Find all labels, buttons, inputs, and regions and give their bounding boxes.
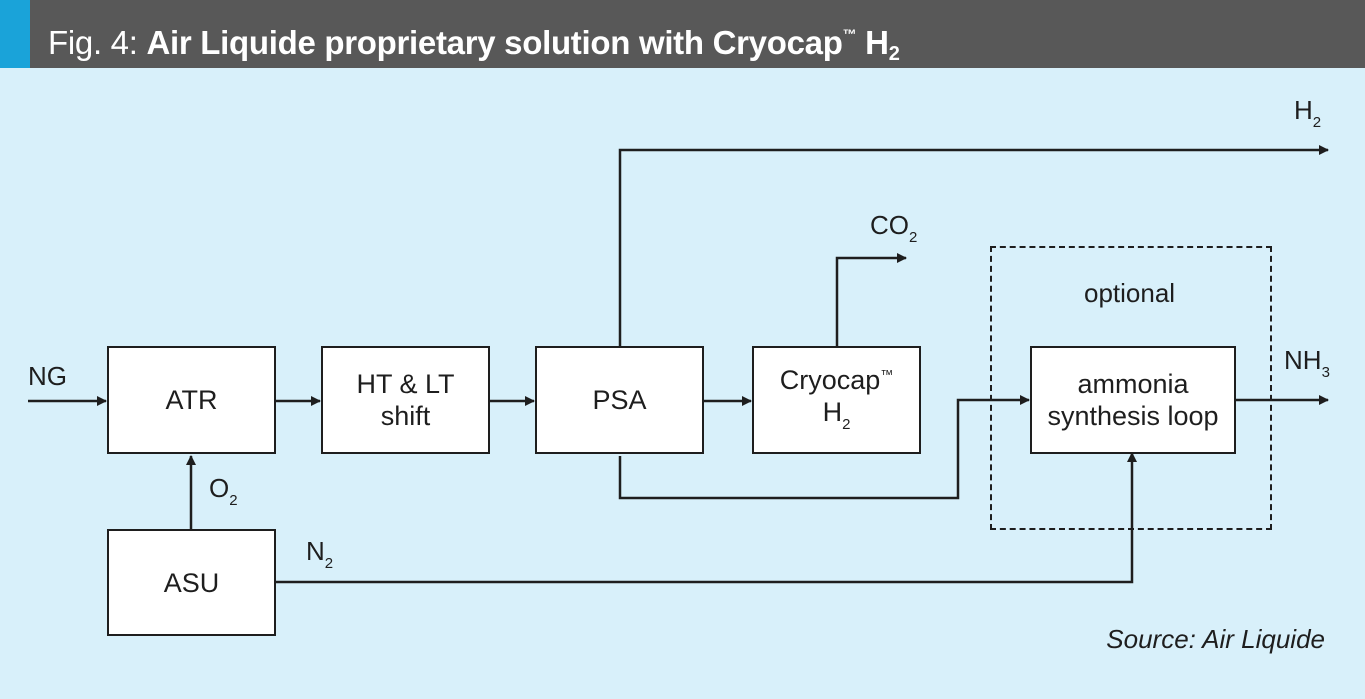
process-diagram: optional ATR HT & LT shift PSA Cryocap™ …: [0, 68, 1365, 699]
header-accent-bar: [0, 0, 30, 68]
figure-title-main: Air Liquide proprietary solution with Cr…: [146, 24, 843, 61]
nh3-main: NH: [1284, 345, 1322, 375]
shift-node: HT & LT shift: [321, 346, 490, 454]
shift-label-line2: shift: [380, 401, 431, 431]
cryocap-sub: 2: [842, 416, 851, 433]
figure-label: Fig. 4:: [48, 24, 138, 61]
figure-header: Fig. 4: Air Liquide proprietary solution…: [0, 0, 1365, 68]
o2-label: O2: [209, 473, 238, 516]
h2-main: H: [1294, 95, 1313, 125]
figure-title-sub: 2: [888, 43, 900, 65]
figure-title-tm: ™: [842, 26, 857, 42]
n2-label: N2: [306, 536, 333, 579]
nh3-sub: 3: [1321, 364, 1330, 381]
arrow-psa-to-ammonia: [618, 395, 1030, 500]
ammonia-node: ammonia synthesis loop: [1030, 346, 1236, 454]
nh3-label: NH3: [1284, 345, 1330, 388]
psa-node: PSA: [535, 346, 704, 454]
cryocap-label-line1: Cryocap: [779, 365, 881, 395]
cryocap-label-line2: H: [822, 397, 843, 427]
co2-label: CO2: [870, 210, 917, 253]
cryocap-node: Cryocap™ H2: [752, 346, 921, 454]
arrow-asu-to-ammonia: [276, 452, 1137, 584]
asu-node: ASU: [107, 529, 276, 636]
ammonia-label-line1: ammonia: [1077, 369, 1189, 399]
atr-label: ATR: [165, 385, 218, 415]
arrow-cryocap-to-co2: [835, 253, 907, 346]
optional-label: optional: [1084, 278, 1176, 308]
cryocap-tm: ™: [880, 367, 894, 382]
co2-sub: 2: [909, 229, 918, 246]
figure-title-h: H: [865, 24, 889, 61]
h2-sub: 2: [1312, 114, 1322, 131]
arrow-psa-to-h2: [618, 145, 1329, 346]
n2-main: N: [306, 536, 325, 566]
figure-title: Fig. 4: Air Liquide proprietary solution…: [48, 12, 900, 76]
ng-label: NG: [28, 361, 67, 391]
atr-node: ATR: [107, 346, 276, 454]
flow-connectors: [28, 145, 1329, 584]
co2-main: CO: [870, 210, 909, 240]
source-credit: Source: Air Liquide: [1106, 624, 1325, 654]
o2-sub: 2: [229, 492, 238, 509]
psa-label: PSA: [592, 385, 647, 415]
optional-region: [990, 246, 1272, 530]
shift-label-line1: HT & LT: [356, 369, 455, 399]
asu-label: ASU: [163, 567, 220, 598]
h2-label: H2: [1294, 95, 1321, 138]
o2-main: O: [209, 473, 230, 503]
n2-sub: 2: [324, 555, 334, 572]
ammonia-label-line2: synthesis loop: [1047, 401, 1219, 431]
